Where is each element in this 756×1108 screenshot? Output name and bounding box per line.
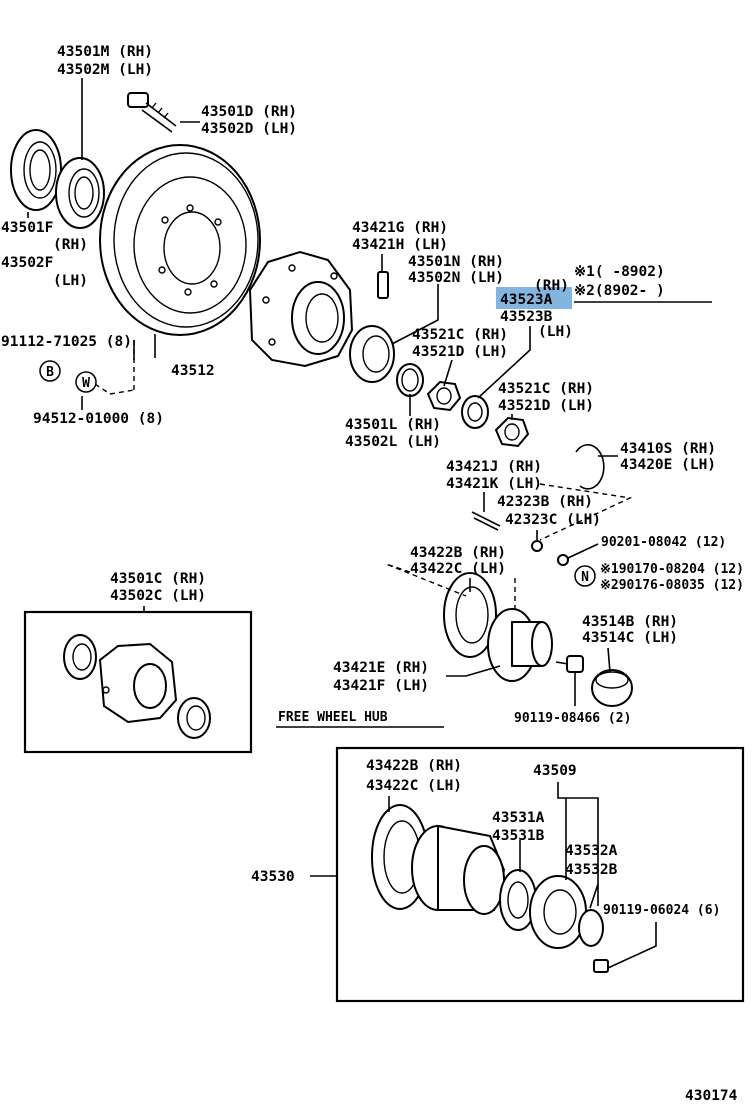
cone-washer-42323B[interactable] <box>531 540 543 552</box>
label-43410S[interactable]: 43410S (RH) <box>620 441 716 457</box>
label-43421J[interactable]: 43421J (RH) <box>446 459 542 475</box>
label-43521D-upper[interactable]: 43521D (LH) <box>412 344 508 360</box>
symbol-n-circle: N <box>574 565 596 587</box>
label-43501M[interactable]: 43501M (RH) <box>57 44 153 60</box>
label-290176-08035[interactable]: ※290176-08035 (12) <box>600 578 744 593</box>
free-wheel-hub-box <box>335 746 745 1003</box>
inset-hub[interactable] <box>98 642 178 724</box>
hub-bolt-43501D[interactable] <box>127 92 177 133</box>
label-43521C-lower[interactable]: 43521C (RH) <box>498 381 594 397</box>
label-43501N[interactable]: 43501N (RH) <box>408 254 504 270</box>
label-43422C-upper[interactable]: 43422C (LH) <box>410 561 506 577</box>
label-43421G[interactable]: 43421G (RH) <box>352 220 448 236</box>
label-43514C[interactable]: 43514C (LH) <box>582 630 678 646</box>
label-43523-lh: (LH) <box>538 324 573 340</box>
lock-nut-43521C-lower[interactable] <box>494 416 530 448</box>
label-43422C-fwh[interactable]: 43422C (LH) <box>366 778 462 794</box>
free-wheel-hub-title: FREE WHEEL HUB <box>278 710 388 725</box>
label-43532A[interactable]: 43532A <box>565 843 618 859</box>
fwh-o-ring[interactable] <box>578 909 604 947</box>
lock-washer-43523A[interactable] <box>461 395 489 429</box>
note-1: ※1( -8902) <box>574 264 665 280</box>
label-43502C[interactable]: 43502C (LH) <box>110 588 206 604</box>
bearing-43501M[interactable] <box>55 157 105 229</box>
gasket-43422B[interactable] <box>443 572 497 658</box>
label-43501C[interactable]: 43501C (RH) <box>110 571 206 587</box>
lock-nut-43521C-upper[interactable] <box>426 380 462 412</box>
label-43501F-rh: (RH) <box>53 237 88 253</box>
label-43501F[interactable]: 43501F <box>1 220 53 236</box>
svg-text:B: B <box>46 365 54 380</box>
note-2: ※2(8902- ) <box>574 283 665 299</box>
label-43502N[interactable]: 43502N (LH) <box>408 270 504 286</box>
label-90201-08042[interactable]: 90201-08042 (12) <box>601 535 726 550</box>
label-90119-08466[interactable]: 90119-08466 (2) <box>514 711 631 726</box>
fwh-body[interactable] <box>411 824 506 915</box>
label-43502F[interactable]: 43502F <box>1 255 53 271</box>
snap-ring-43410S[interactable] <box>575 444 605 490</box>
label-43514B[interactable]: 43514B (RH) <box>582 614 678 630</box>
label-43502D[interactable]: 43502D (LH) <box>201 121 297 137</box>
leader-lines <box>27 78 712 969</box>
label-43421K[interactable]: 43421K (LH) <box>446 476 542 492</box>
label-43509[interactable]: 43509 <box>533 763 577 779</box>
label-43422B-fwh[interactable]: 43422B (RH) <box>366 758 462 774</box>
label-43502F-lh: (LH) <box>53 273 88 289</box>
label-43523-rh: (RH) <box>534 278 569 294</box>
stud-43421J[interactable] <box>471 511 501 531</box>
label-91112-71025[interactable]: 91112-71025 (8) <box>1 334 132 350</box>
label-42323B[interactable]: 42323B (RH) <box>497 494 593 510</box>
label-43421E[interactable]: 43421E (RH) <box>333 660 429 676</box>
label-43501L[interactable]: 43501L (RH) <box>345 417 441 433</box>
disc-rotor-43512[interactable] <box>99 144 261 336</box>
front-axle-hub[interactable] <box>248 250 354 368</box>
label-43421F[interactable]: 43421F (LH) <box>333 678 429 694</box>
label-43502L[interactable]: 43502L (LH) <box>345 434 441 450</box>
oil-seal-43501F[interactable] <box>10 129 62 211</box>
stud-43421G[interactable] <box>377 271 389 299</box>
label-43530[interactable]: 43530 <box>251 869 295 885</box>
label-43521D-lower[interactable]: 43521D (LH) <box>498 398 594 414</box>
label-43502M[interactable]: 43502M (LH) <box>57 62 153 78</box>
fwh-cover-43532A[interactable] <box>529 875 587 949</box>
label-43501D[interactable]: 43501D (RH) <box>201 104 297 120</box>
symbol-b-circle: B <box>39 360 61 382</box>
inset-bearing[interactable] <box>177 697 211 739</box>
part-labels: 43501M (RH) 43502M (LH) 43501D (RH) 4350… <box>1 44 744 1104</box>
inset-box-43501C <box>23 610 253 754</box>
snap-ring-43501L[interactable] <box>396 363 424 397</box>
label-43523B[interactable]: 43523B <box>500 309 553 325</box>
label-90119-06024[interactable]: 90119-06024 (6) <box>603 903 720 918</box>
label-43420E[interactable]: 43420E (LH) <box>620 457 716 473</box>
label-43512[interactable]: 43512 <box>171 363 215 379</box>
svg-text:W: W <box>82 376 90 391</box>
label-43523A[interactable]: 43523A <box>500 292 553 308</box>
label-43531A[interactable]: 43531A <box>492 810 545 826</box>
label-43531B[interactable]: 43531B <box>492 828 545 844</box>
inset-seal[interactable] <box>63 634 97 680</box>
label-42323C[interactable]: 42323C (LH) <box>505 512 601 528</box>
nut-90201[interactable] <box>557 554 569 566</box>
page-code: 430174 <box>685 1088 738 1104</box>
fwh-screw-90119-06024[interactable] <box>593 959 609 973</box>
label-43532B[interactable]: 43532B <box>565 862 618 878</box>
drive-flange-43421E[interactable] <box>487 608 553 682</box>
label-43521C-upper[interactable]: 43521C (RH) <box>412 327 508 343</box>
label-43422B-upper[interactable]: 43422B (RH) <box>410 545 506 561</box>
bolt-90119-08466[interactable] <box>555 655 584 673</box>
label-43421H[interactable]: 43421H (LH) <box>352 237 448 253</box>
hub-cap-43514B[interactable] <box>591 669 633 707</box>
label-94512-01000[interactable]: 94512-01000 (8) <box>33 411 164 427</box>
highlight-43523A <box>496 287 572 309</box>
bearing-43501N[interactable] <box>349 325 395 383</box>
svg-text:N: N <box>581 570 589 585</box>
symbol-w-circle: W <box>75 371 97 393</box>
label-190170-08204[interactable]: ※190170-08204 (12) <box>600 562 744 577</box>
